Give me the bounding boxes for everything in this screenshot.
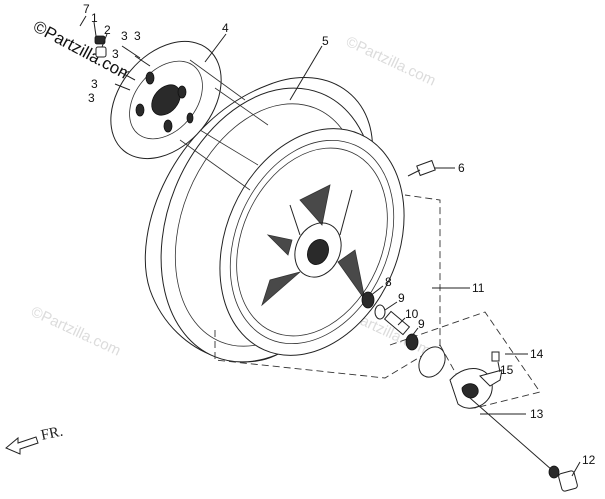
brake-disc xyxy=(110,40,222,160)
front-direction-indicator: FR. xyxy=(5,424,65,455)
wheel-rim xyxy=(219,128,405,356)
callout-11: 11 xyxy=(472,281,485,295)
callout-3: 3 xyxy=(88,91,95,105)
disc-bolts xyxy=(94,35,151,91)
callout-9: 9 xyxy=(418,317,425,331)
callout-1: 1 xyxy=(91,11,98,25)
callout-3: 3 xyxy=(121,29,128,43)
callout-9: 9 xyxy=(398,291,405,305)
callout-6: 6 xyxy=(458,161,465,175)
callout-3: 3 xyxy=(91,77,98,91)
axle xyxy=(469,397,560,479)
partzilla-logo: ©Partzilla.com xyxy=(30,17,136,85)
callout-12: 12 xyxy=(582,453,596,467)
callout-14: 14 xyxy=(530,347,544,361)
axle-bolt xyxy=(407,159,436,177)
callout-8: 8 xyxy=(385,275,392,289)
callout-7: 7 xyxy=(83,2,90,16)
callout-10: 10 xyxy=(405,307,419,321)
speedometer-drive xyxy=(449,351,503,409)
spacer-parts xyxy=(361,291,419,351)
callout-15: 15 xyxy=(500,363,514,377)
callout-4: 4 xyxy=(222,21,229,35)
leader-lines xyxy=(79,15,581,477)
callout-3: 3 xyxy=(112,47,119,61)
callout-2: 2 xyxy=(104,23,111,37)
callout-labels: 7 1 2 3 3 3 3 3 4 5 6 8 9 10 9 11 14 15 … xyxy=(83,2,596,467)
callout-13: 13 xyxy=(530,407,544,421)
watermark: ©Partzilla.com xyxy=(28,303,123,359)
axle-nut xyxy=(558,470,578,492)
callout-5: 5 xyxy=(322,34,329,48)
front-direction-label: FR. xyxy=(40,424,65,444)
projection-lines xyxy=(179,59,269,191)
bearing-ring xyxy=(418,346,446,378)
watermark: ©Partzilla.com xyxy=(343,33,438,89)
callout-3: 3 xyxy=(134,29,141,43)
